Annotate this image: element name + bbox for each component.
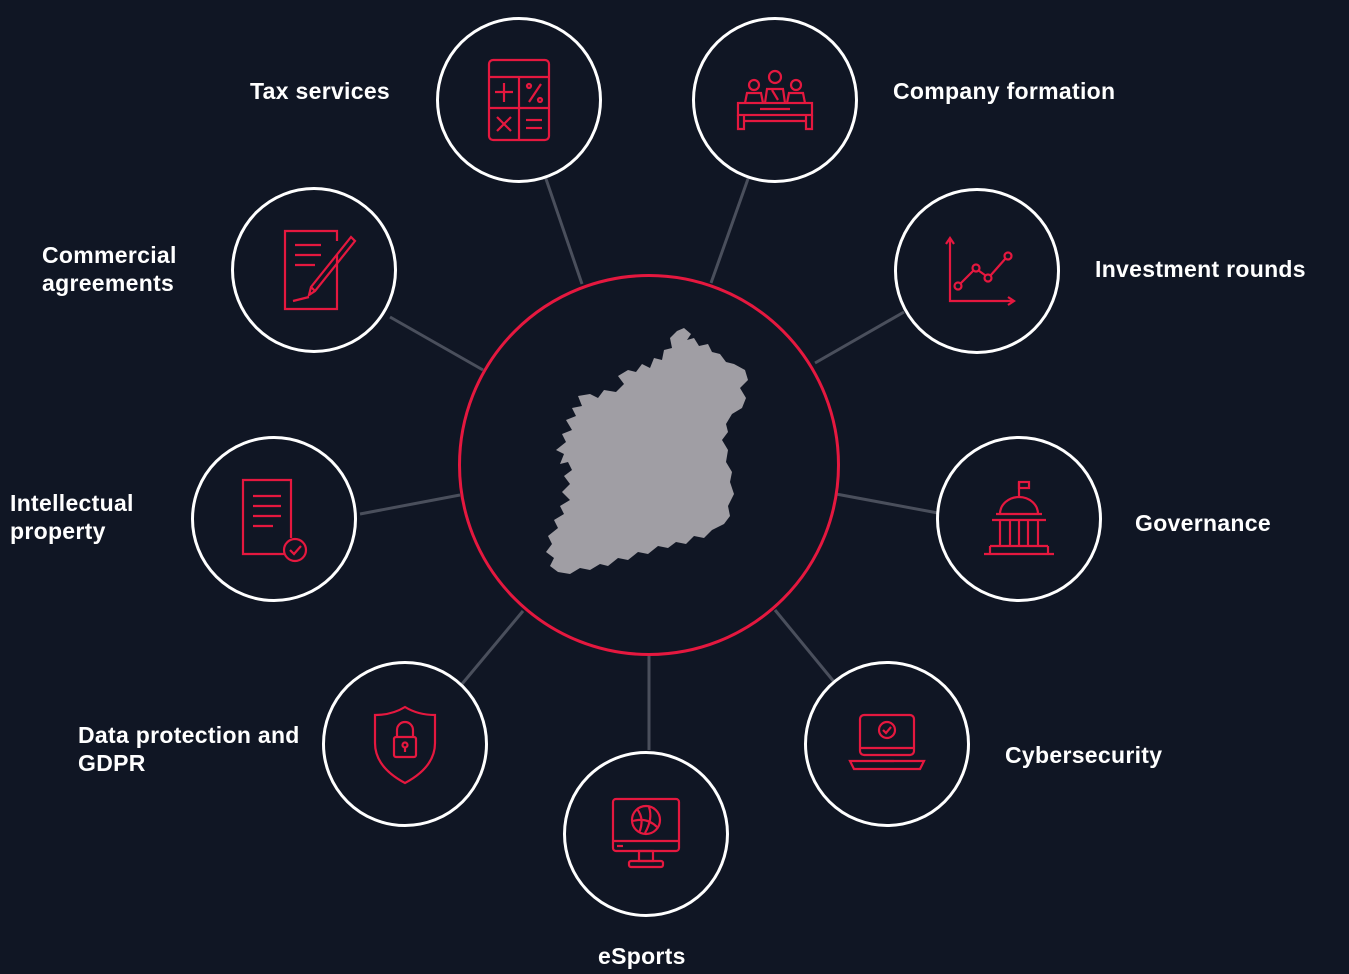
label-esports: eSports bbox=[598, 943, 686, 969]
connector-cyber bbox=[773, 609, 837, 684]
connector-governance bbox=[835, 492, 939, 515]
label-commercial-agreements: Commercial agreements bbox=[42, 242, 177, 296]
center-circle bbox=[458, 274, 840, 656]
node-governance[interactable] bbox=[936, 436, 1102, 602]
growth-chart-icon bbox=[945, 236, 1016, 306]
government-building-icon bbox=[984, 480, 1054, 556]
calculator-icon bbox=[487, 58, 551, 142]
label-investment-rounds: Investment rounds bbox=[1095, 256, 1306, 282]
node-cybersecurity[interactable] bbox=[804, 661, 970, 827]
monitor-ball-icon bbox=[611, 797, 681, 869]
connector-company bbox=[709, 175, 751, 284]
connector-tax bbox=[543, 175, 584, 285]
label-intellectual-property: Intellectual property bbox=[10, 490, 134, 544]
node-investment-rounds[interactable] bbox=[894, 188, 1060, 354]
laptop-check-icon bbox=[848, 713, 926, 771]
label-governance: Governance bbox=[1135, 510, 1271, 536]
node-intellectual-property[interactable] bbox=[191, 436, 357, 602]
label-company-formation: Company formation bbox=[893, 78, 1116, 104]
connector-commercial bbox=[389, 315, 484, 372]
ireland-map-icon bbox=[546, 328, 748, 574]
contract-pen-icon bbox=[283, 229, 357, 311]
shield-lock-icon bbox=[373, 705, 437, 785]
label-data-protection: Data protection and GDPR bbox=[78, 722, 300, 776]
node-data-protection[interactable] bbox=[322, 661, 488, 827]
node-esports[interactable] bbox=[563, 751, 729, 917]
connector-ip bbox=[359, 493, 461, 516]
node-commercial-agreements[interactable] bbox=[231, 187, 397, 353]
board-meeting-icon bbox=[736, 69, 814, 131]
node-company-formation[interactable] bbox=[692, 17, 858, 183]
certified-document-icon bbox=[241, 478, 308, 563]
connector-investment bbox=[814, 310, 905, 365]
label-tax-services: Tax services bbox=[250, 78, 391, 104]
node-tax-services[interactable] bbox=[436, 17, 602, 183]
label-cybersecurity: Cybersecurity bbox=[1005, 742, 1163, 768]
connector-data bbox=[460, 610, 525, 685]
